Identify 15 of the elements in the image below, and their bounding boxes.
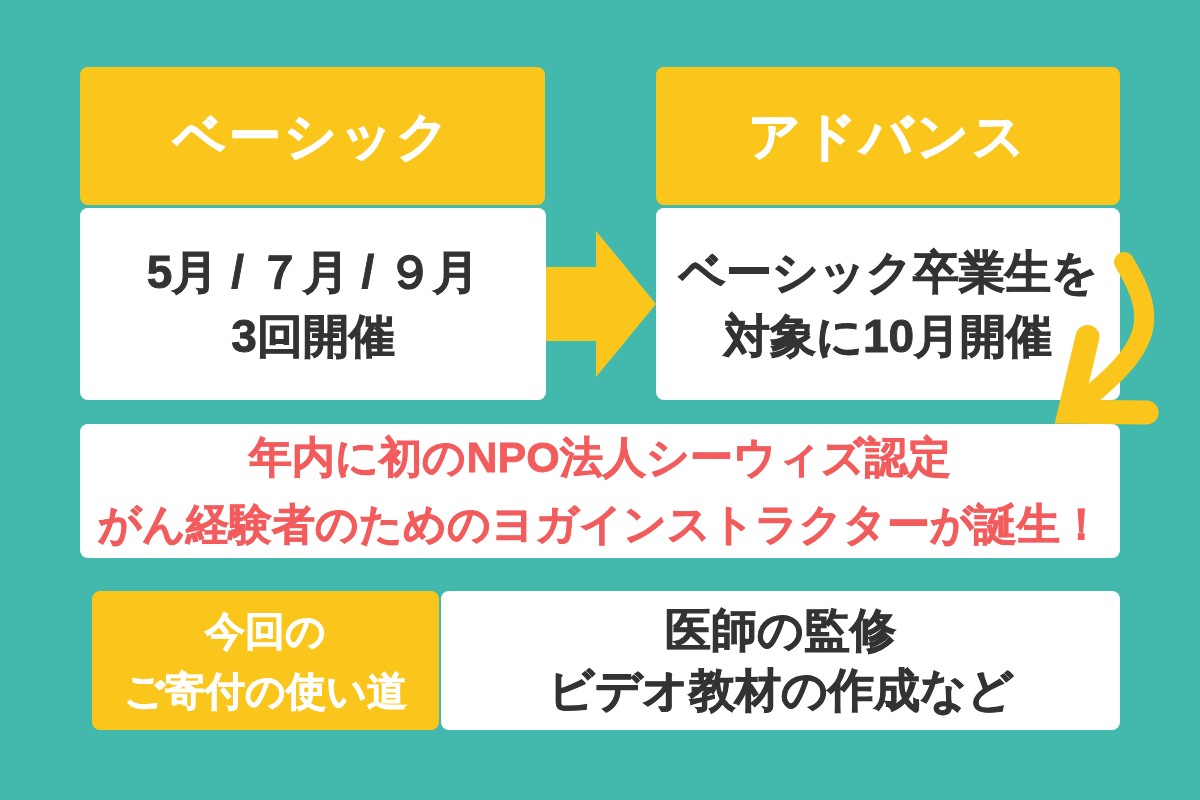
schedule-text: 5月 / ７月 / ９月3回開催 [146, 244, 480, 364]
course-title: アドバンス [748, 105, 1028, 167]
course-title: ベーシック [173, 105, 452, 167]
info-card [656, 208, 1120, 400]
label-panel [92, 591, 439, 730]
course-header [80, 67, 545, 205]
info-panel [441, 591, 1120, 730]
curved-arrow [1057, 252, 1159, 424]
block-arrow [546, 231, 656, 377]
label-text: 今回のご寄付の使い道 [124, 607, 407, 715]
detail-text: 医師の監修ビデオ教材の作成など [547, 602, 1014, 718]
course-header [656, 67, 1120, 205]
info-card [80, 208, 546, 400]
announcement-text: 年内に初のNPO法人シーウィズ認定がん経験者のためのヨガインストラクターが誕生！ [97, 432, 1103, 550]
description-text: ベーシック卒業生を対象に10月開催 [678, 244, 1098, 364]
